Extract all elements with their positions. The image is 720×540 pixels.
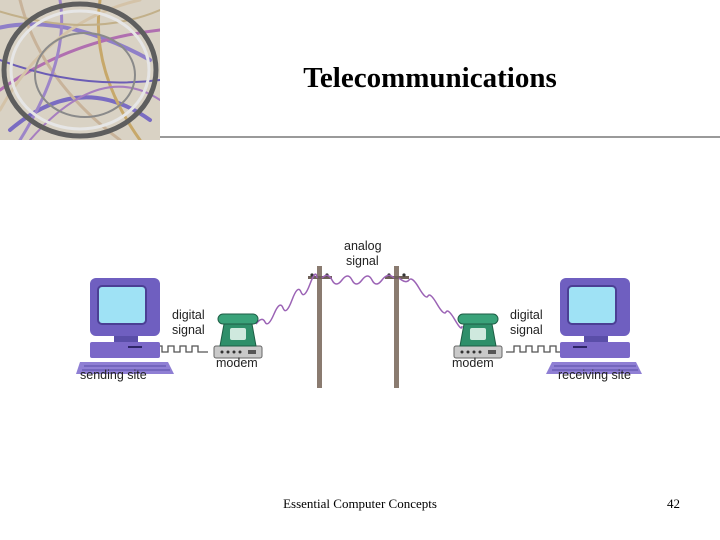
title-divider: [160, 136, 720, 138]
left-digital-signal-label-line2: signal: [172, 323, 205, 337]
sending-computer-icon: [76, 278, 174, 374]
utility-pole-right: [385, 266, 409, 388]
receiving-computer-icon: [546, 278, 642, 374]
right-modem-label: modem: [452, 356, 494, 370]
utility-pole-left: [308, 266, 332, 388]
analog-signal-label-line2: signal: [346, 254, 379, 268]
left-modem-label: modem: [216, 356, 258, 370]
slide-title: Telecommunications: [303, 62, 557, 94]
sending-site-label: sending site: [80, 368, 147, 382]
modem-phone-icon-left: [213, 313, 263, 359]
corner-decoration-image: [0, 0, 160, 140]
page-number: 42: [667, 496, 680, 511]
right-digital-signal-label-line2: signal: [510, 323, 543, 337]
receiving-site-label: receiving site: [558, 368, 631, 382]
right-digital-signal-label-line1: digital: [510, 308, 543, 322]
telecom-diagram: analog signal digital signal digital sig…: [76, 239, 642, 388]
left-digital-signal-label-line1: digital: [172, 308, 205, 322]
digital-signal-wave: [148, 345, 564, 353]
modem-phone-icon-right: [453, 313, 503, 359]
analog-signal-wave: [255, 273, 463, 329]
footer-text: Essential Computer Concepts: [283, 496, 437, 511]
analog-signal-label-line1: analog: [344, 239, 382, 253]
